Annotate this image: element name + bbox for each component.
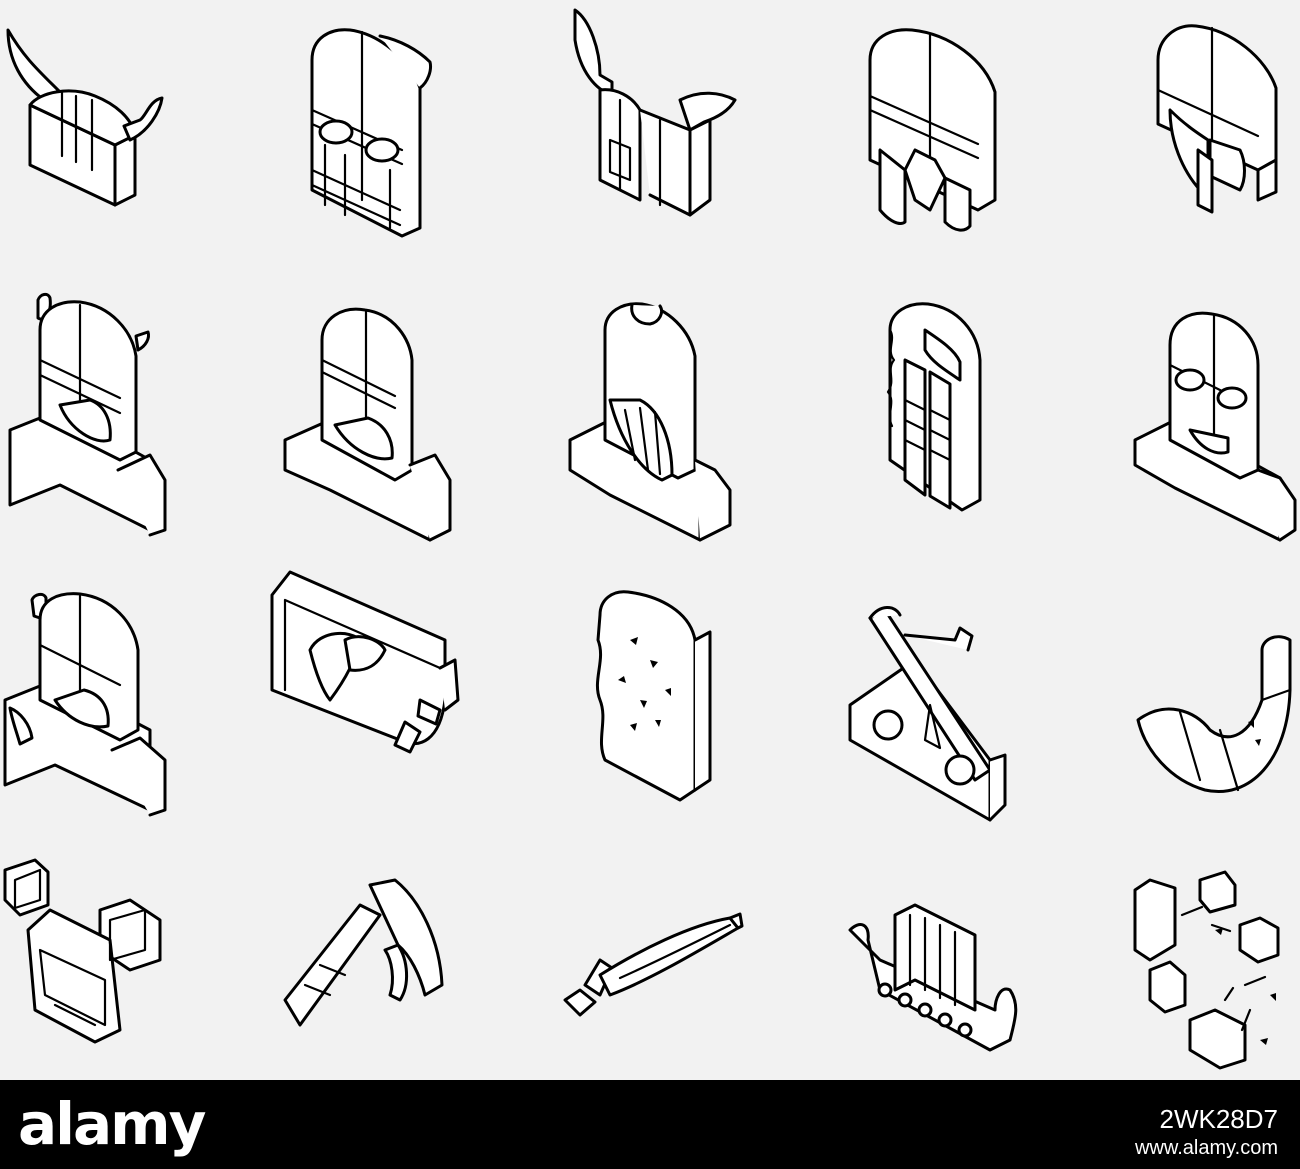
image-id-label: 2WK28D7: [1159, 1104, 1279, 1134]
alamy-logo[interactable]: alamy: [18, 1090, 206, 1158]
icon-set-sheet: [3, 8, 1297, 1070]
viking-warrior-nasal-helmet-icon: [283, 307, 452, 542]
credit-url-label[interactable]: www.alamy.com: [1135, 1137, 1278, 1159]
runes-scattered-icon: [1133, 870, 1280, 1070]
masked-helmet-icon: [310, 28, 432, 238]
watermark-footer: alamy 2WK28D7 www.alamy.com: [0, 1080, 1300, 1169]
nasal-guard-helmet-icon: [1156, 24, 1278, 214]
braided-helmet-icon: [868, 28, 997, 232]
armor-vest-icon: [3, 858, 162, 1044]
viking-warrior-masked-icon: [1133, 311, 1297, 542]
winged-horned-helmet-icon: [573, 8, 737, 217]
viking-warrior-hooded-icon: [568, 302, 732, 542]
viking-warrior-horned-helmet-icon: [8, 292, 167, 537]
longship-icon: [848, 903, 1018, 1052]
horned-helmet-icon: [6, 28, 164, 207]
drinking-horn-icon: [1136, 635, 1292, 793]
viking-house-icon: [848, 606, 1007, 822]
viking-woman-braids-icon: [886, 302, 982, 512]
sword-icon: [563, 912, 744, 1017]
viking-chief-icon: [3, 592, 167, 817]
icon-grid: [3, 8, 1297, 1070]
battle-axe-icon: [283, 878, 444, 1027]
rune-stone-icon: [595, 590, 712, 802]
shield-banner-raven-icon: [270, 570, 460, 754]
